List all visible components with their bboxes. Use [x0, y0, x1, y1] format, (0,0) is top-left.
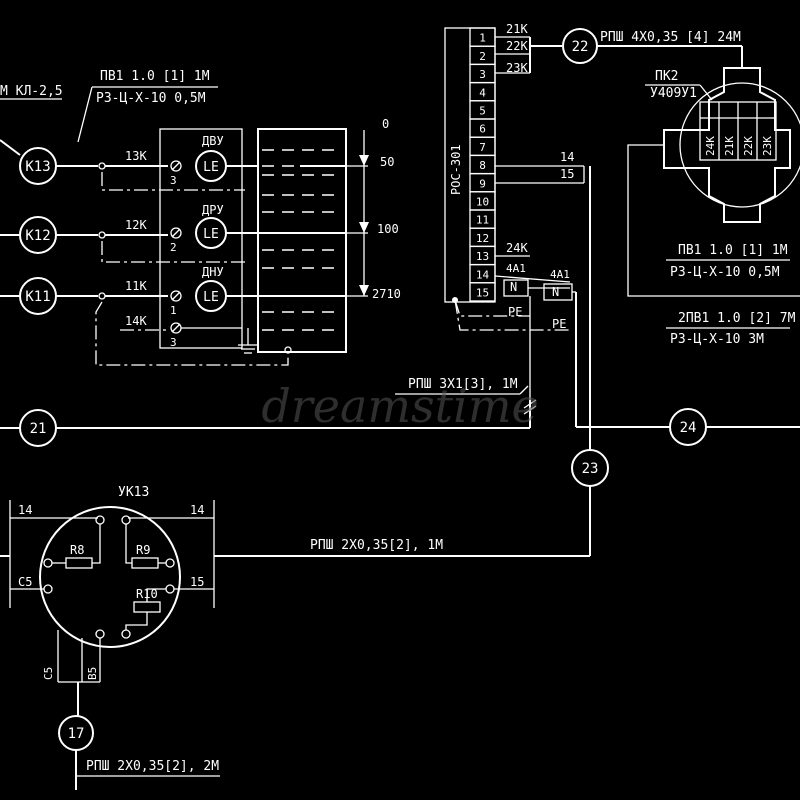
wire-22k: 22К [506, 39, 528, 53]
pk2-pin-label: 22К [742, 136, 755, 156]
pin-3b: 3 [170, 336, 177, 349]
pk2-device [663, 67, 800, 223]
uk13-15: 15 [190, 575, 204, 589]
sensor-dnu-le: LE [203, 290, 219, 305]
node-k12-label: К12 [25, 228, 50, 244]
wire-4a1-a: 4А1 [506, 262, 526, 275]
uk13-r9: R9 [136, 543, 150, 557]
terminal-row-label: 8 [479, 159, 486, 172]
cable-label-rz-a: РЗ-Ц-Х-10 0,5М [96, 91, 206, 106]
terminal-row-label: 7 [479, 141, 486, 154]
sensor-dru-le: LE [203, 227, 219, 242]
terminal-row-label: 15 [476, 287, 489, 300]
node-17-label: 17 [68, 726, 85, 742]
uk13-r8: R8 [70, 543, 84, 557]
terminal-n-a: N [510, 280, 517, 294]
pk2-name: ПК2 [655, 69, 678, 84]
sensor-dru-label: ДРУ [202, 203, 224, 217]
pin-1: 1 [170, 304, 177, 317]
level-100: 100 [377, 222, 399, 236]
terminal-row-label: 14 [476, 268, 490, 281]
sensor-dnu-label: ДНУ [202, 265, 224, 279]
terminal-row-label: 6 [479, 123, 486, 136]
pk2-model: У409У1 [650, 86, 697, 101]
cable-label-rz-b: РЗ-Ц-Х-10 0,5М [670, 265, 780, 280]
sensor-dvu-le: LE [203, 160, 219, 175]
node-k13-label: К13 [25, 159, 50, 175]
wire-4a1-b: 4А1 [550, 268, 570, 281]
pk2-pin-label: 24К [704, 136, 717, 156]
sensor-dvu-label: ДВУ [202, 134, 224, 148]
wire-21k: 21К [506, 22, 528, 36]
terminal-row-label: 12 [476, 232, 489, 245]
pin-3a: 3 [170, 174, 177, 187]
terminal-row-label: 4 [479, 86, 486, 99]
cable-label-2pv1: 2ПВ1 1.0 [2] 7М [678, 311, 796, 326]
node-21-label: 21 [30, 421, 47, 437]
terminal-row-label: 9 [479, 177, 486, 190]
terminal-row-label: 2 [479, 50, 486, 63]
cable-label-kl: М КЛ-2,5 [0, 84, 63, 99]
uk13-b5-vertical: В5 [86, 667, 99, 680]
uk13-14a: 14 [18, 503, 32, 517]
terminal-row-label: 3 [479, 68, 486, 81]
uk13-r10: R10 [136, 587, 158, 601]
uk13-c5: С5 [18, 575, 32, 589]
node-22-label: 22 [572, 39, 589, 55]
terminal-row-label: 1 [479, 32, 486, 45]
uk13-14b: 14 [190, 503, 204, 517]
terminal-row-label: 11 [476, 214, 489, 227]
wire-15: 15 [560, 167, 574, 181]
level-50: 50 [380, 155, 394, 169]
cable-label-rpsh-4x: РПШ 4Х0,35 [4] 24М [600, 30, 741, 45]
node-k11-label: К11 [25, 289, 50, 305]
wire-24k: 24К [506, 241, 528, 255]
level-0: 0 [382, 117, 389, 131]
tank [257, 128, 347, 353]
wire-12k: 12К [125, 218, 147, 232]
uk13-c5-vertical: С5 [42, 667, 55, 680]
cable-label-rpsh-2x-1m: РПШ 2Х0,35[2], 1М [310, 538, 443, 553]
terminal-cell [469, 282, 496, 302]
uk13-device [39, 506, 181, 648]
uk13-name: УК13 [118, 485, 149, 500]
node-23-label: 23 [582, 461, 599, 477]
cable-label-rpsh-3x: РПШ 3Х1[3], 1М [408, 377, 518, 392]
wire-14: 14 [560, 150, 574, 164]
level-2710: 2710 [372, 287, 401, 301]
wire-11k: 11К [125, 279, 147, 293]
wire-14k: 14К [125, 314, 147, 328]
pk2-pin-label: 21К [723, 136, 736, 156]
terminal-pe-a: PE [508, 305, 522, 319]
terminal-title: РОС-301 [449, 144, 463, 195]
cable-label-rz-3m: РЗ-Ц-Х-10 3М [670, 332, 764, 347]
wire-23k: 23К [506, 61, 528, 75]
pin-2: 2 [170, 241, 177, 254]
terminal-row-label: 10 [476, 196, 489, 209]
cable-label-rpsh-2x-2m: РПШ 2Х0,35[2], 2М [86, 759, 219, 774]
level-sensor-box [159, 128, 243, 349]
wire-13k: 13К [125, 149, 147, 163]
watermark: dreamstime [261, 379, 538, 433]
pk2-pins: 24К 21К 22К 23К [704, 136, 774, 156]
pk2-pin-label: 23К [761, 136, 774, 156]
node-24-label: 24 [680, 420, 697, 436]
terminal-n-b: N [552, 285, 559, 299]
terminal-row-label: 13 [476, 250, 489, 263]
terminal-row-label: 5 [479, 105, 486, 118]
terminal-pe-b: PE [552, 317, 566, 331]
cable-label-pv1-b: ПВ1 1.0 [1] 1М [678, 243, 788, 258]
cable-label-pv1-a: ПВ1 1.0 [1] 1М [100, 69, 210, 84]
